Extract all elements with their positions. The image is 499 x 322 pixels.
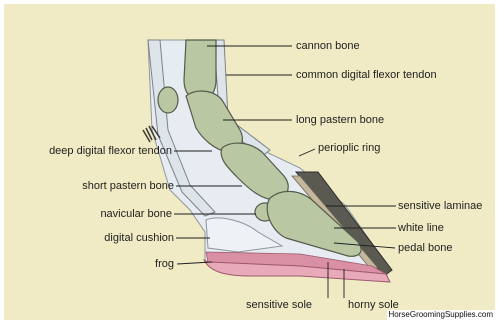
label-long-pastern-bone: long pastern bone xyxy=(296,114,384,127)
label-pedal-bone: pedal bone xyxy=(398,242,452,255)
label-digital-cushion: digital cushion xyxy=(60,232,174,245)
label-cannon-bone: cannon bone xyxy=(296,40,360,53)
label-sensitive-sole: sensitive sole xyxy=(246,299,312,312)
label-white-line: white line xyxy=(398,222,444,235)
label-common-digital-flexor-tendon: common digital flexor tendon xyxy=(296,69,437,82)
sesamoid-bone xyxy=(158,87,178,113)
label-sensitive-laminae: sensitive laminae xyxy=(398,200,482,213)
label-perioplic-ring: perioplic ring xyxy=(318,142,380,155)
credit-watermark: HorseGroomingSupplies.com xyxy=(387,310,496,320)
label-deep-digital-flexor-tendon: deep digital flexor tendon xyxy=(12,145,172,158)
label-frog: frog xyxy=(120,258,174,271)
label-navicular-bone: navicular bone xyxy=(60,208,172,221)
label-short-pastern-bone: short pastern bone xyxy=(30,180,174,193)
